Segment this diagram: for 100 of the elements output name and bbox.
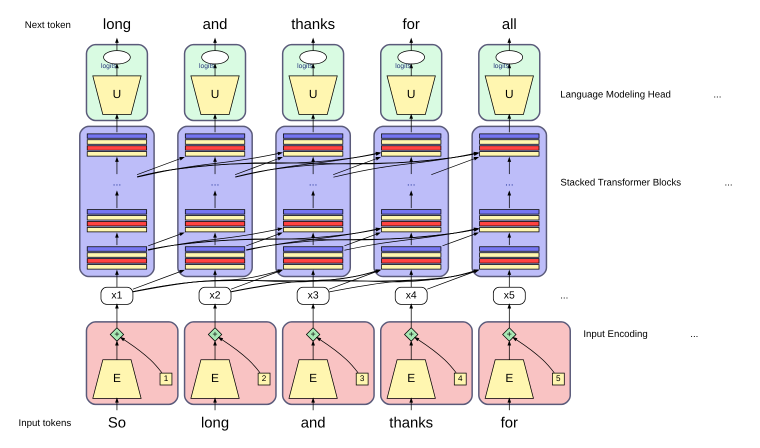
node-text: long xyxy=(200,414,230,431)
arrow xyxy=(512,336,555,373)
cluster xyxy=(86,320,179,405)
label: Language Modeling Head xyxy=(560,89,671,100)
node-oval xyxy=(103,50,131,64)
label: Input Encoding xyxy=(583,328,648,340)
arrow xyxy=(507,302,512,328)
cluster xyxy=(478,43,540,121)
label: ... xyxy=(690,328,698,340)
arrow xyxy=(311,62,315,76)
arrow xyxy=(213,232,217,245)
node-text: and xyxy=(202,16,228,33)
arrow xyxy=(115,340,119,360)
arrow xyxy=(120,336,162,373)
arrow xyxy=(213,113,217,132)
arrow xyxy=(311,37,315,50)
node-text: for xyxy=(500,414,518,431)
arrow xyxy=(409,156,414,174)
arrow xyxy=(213,190,217,208)
cluster xyxy=(380,43,442,121)
cluster xyxy=(184,43,246,121)
arrow xyxy=(213,62,217,76)
node-box: x1 xyxy=(100,286,134,304)
arrow xyxy=(148,232,185,246)
cluster xyxy=(86,43,148,121)
node-text: ... xyxy=(308,177,318,188)
arrow xyxy=(115,302,119,328)
arrow xyxy=(115,113,119,132)
label: Next token xyxy=(24,19,71,30)
arrow xyxy=(136,156,185,175)
node-oval xyxy=(299,50,327,64)
node-box: 1 xyxy=(160,372,172,385)
arrow xyxy=(218,336,260,373)
arrow xyxy=(311,340,315,360)
node-box: x2 xyxy=(198,286,232,304)
arrow xyxy=(332,156,381,175)
arrow xyxy=(409,302,414,328)
node-text: So xyxy=(108,414,126,431)
arrow xyxy=(115,37,119,50)
arrow xyxy=(311,302,315,328)
arrow xyxy=(311,396,315,410)
node-text: thanks xyxy=(389,414,434,431)
arrow xyxy=(311,156,315,174)
arrow xyxy=(414,336,457,373)
arrow xyxy=(115,156,119,174)
label: ... xyxy=(724,176,733,188)
arrow xyxy=(213,269,217,287)
cluster xyxy=(282,320,375,405)
arrow xyxy=(213,302,217,328)
node-box: x5 xyxy=(492,286,526,304)
node-oval xyxy=(201,50,229,64)
node-box: 4 xyxy=(454,372,467,385)
node-box: 5 xyxy=(552,372,565,385)
arrow xyxy=(409,340,414,360)
cluster xyxy=(478,320,571,405)
node-text: for xyxy=(402,16,420,33)
label: Input tokens xyxy=(18,418,72,429)
arrow xyxy=(115,396,119,410)
node-box: 2 xyxy=(258,372,270,385)
arrow xyxy=(507,190,512,208)
arrow xyxy=(507,340,512,360)
arrow xyxy=(409,269,414,287)
arrow xyxy=(132,269,185,290)
label: Stacked Transformer Blocks xyxy=(560,176,682,188)
node-text: ... xyxy=(406,177,416,188)
node-box: x3 xyxy=(296,286,330,304)
arrow xyxy=(430,156,480,175)
arrow xyxy=(311,232,315,245)
node-text: ... xyxy=(210,177,220,188)
arrow xyxy=(311,269,315,287)
node-text: thanks xyxy=(291,16,336,33)
arrow xyxy=(442,232,480,246)
cluster xyxy=(282,43,344,121)
arrow xyxy=(507,156,512,174)
label: ... xyxy=(713,89,722,100)
cluster xyxy=(79,125,155,277)
arrow xyxy=(115,190,119,208)
arrow xyxy=(213,37,217,50)
node-oval xyxy=(496,50,524,64)
node-text: ... xyxy=(112,177,122,188)
node-text: long xyxy=(102,16,131,33)
arrow xyxy=(344,232,381,246)
node-text: and xyxy=(300,414,326,431)
node-box: 3 xyxy=(356,372,368,385)
arrow xyxy=(311,190,315,208)
label: ... xyxy=(560,290,568,301)
arrow xyxy=(507,269,512,287)
arrow xyxy=(115,232,119,245)
arrow xyxy=(311,113,315,132)
arrow xyxy=(115,269,119,287)
arrow xyxy=(507,113,512,132)
arrow xyxy=(246,232,283,246)
cluster xyxy=(184,320,277,405)
cluster xyxy=(380,320,473,405)
node-text: ... xyxy=(504,177,514,188)
arrow xyxy=(234,156,283,175)
node-box: x4 xyxy=(394,286,428,304)
arrow xyxy=(213,340,217,360)
arrow xyxy=(316,336,358,373)
arrow xyxy=(409,113,414,132)
